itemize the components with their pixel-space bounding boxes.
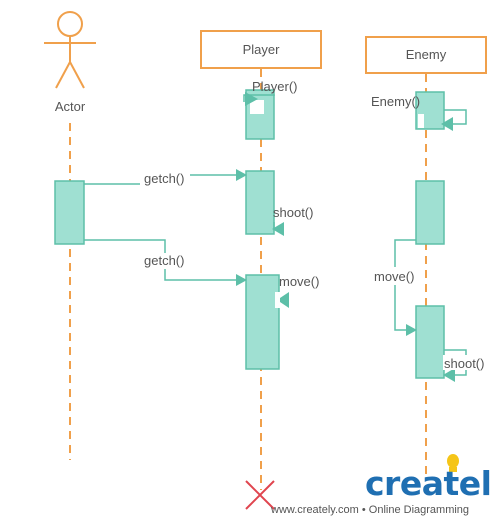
actor-activation: [54, 180, 85, 245]
getch-2-label: getch(): [144, 253, 184, 268]
lightbulb-icon: [447, 454, 459, 472]
enemy-create-arrow: [444, 109, 467, 125]
player-header-label: Player: [243, 42, 281, 57]
enemy-header-label: Enemy: [406, 47, 447, 62]
player-create-arrowhead: [245, 92, 258, 106]
enemy-create-notch: [418, 114, 424, 128]
player-create-label: Player(): [252, 79, 298, 94]
enemy-create-arrowhead: [441, 117, 453, 131]
player-move-label: move(): [279, 274, 319, 289]
enemy-move-label-bg: [372, 267, 420, 285]
player-move-arrowhead: [277, 292, 289, 308]
player-activation-2: [245, 274, 280, 370]
player-activation-1: [245, 170, 275, 235]
creately-logo: createl y: [365, 464, 500, 503]
player-create-notch: [250, 100, 264, 114]
enemy-activation-1: [415, 180, 445, 245]
getch-2-label-bg: [142, 253, 188, 269]
enemy-shoot-label: shoot(): [444, 356, 484, 371]
enemy-header-box: [365, 36, 487, 74]
enemy-move-label: move(): [374, 269, 414, 284]
enemy-activation-create: [415, 91, 445, 130]
enemy-shoot-label-bg: [443, 355, 489, 370]
enemy-activation-2: [415, 305, 445, 379]
actor-label: Actor: [55, 99, 86, 114]
player-create-arrow: [243, 94, 275, 102]
getch-1-label: getch(): [144, 171, 184, 186]
player-shoot-label: shoot(): [273, 205, 313, 220]
footer-text: www.creately.com • Online Diagramming: [270, 504, 469, 516]
player-header-box: [200, 30, 322, 69]
player-shoot-arrowhead: [272, 222, 284, 236]
player-destroy-icon: [245, 480, 275, 510]
logo-text: createl: [365, 464, 491, 503]
enemy-shoot-arrowhead: [443, 368, 455, 382]
player-move-notch: [275, 292, 280, 308]
actor-figure: [44, 11, 96, 89]
enemy-create-label: Enemy(): [371, 94, 420, 109]
